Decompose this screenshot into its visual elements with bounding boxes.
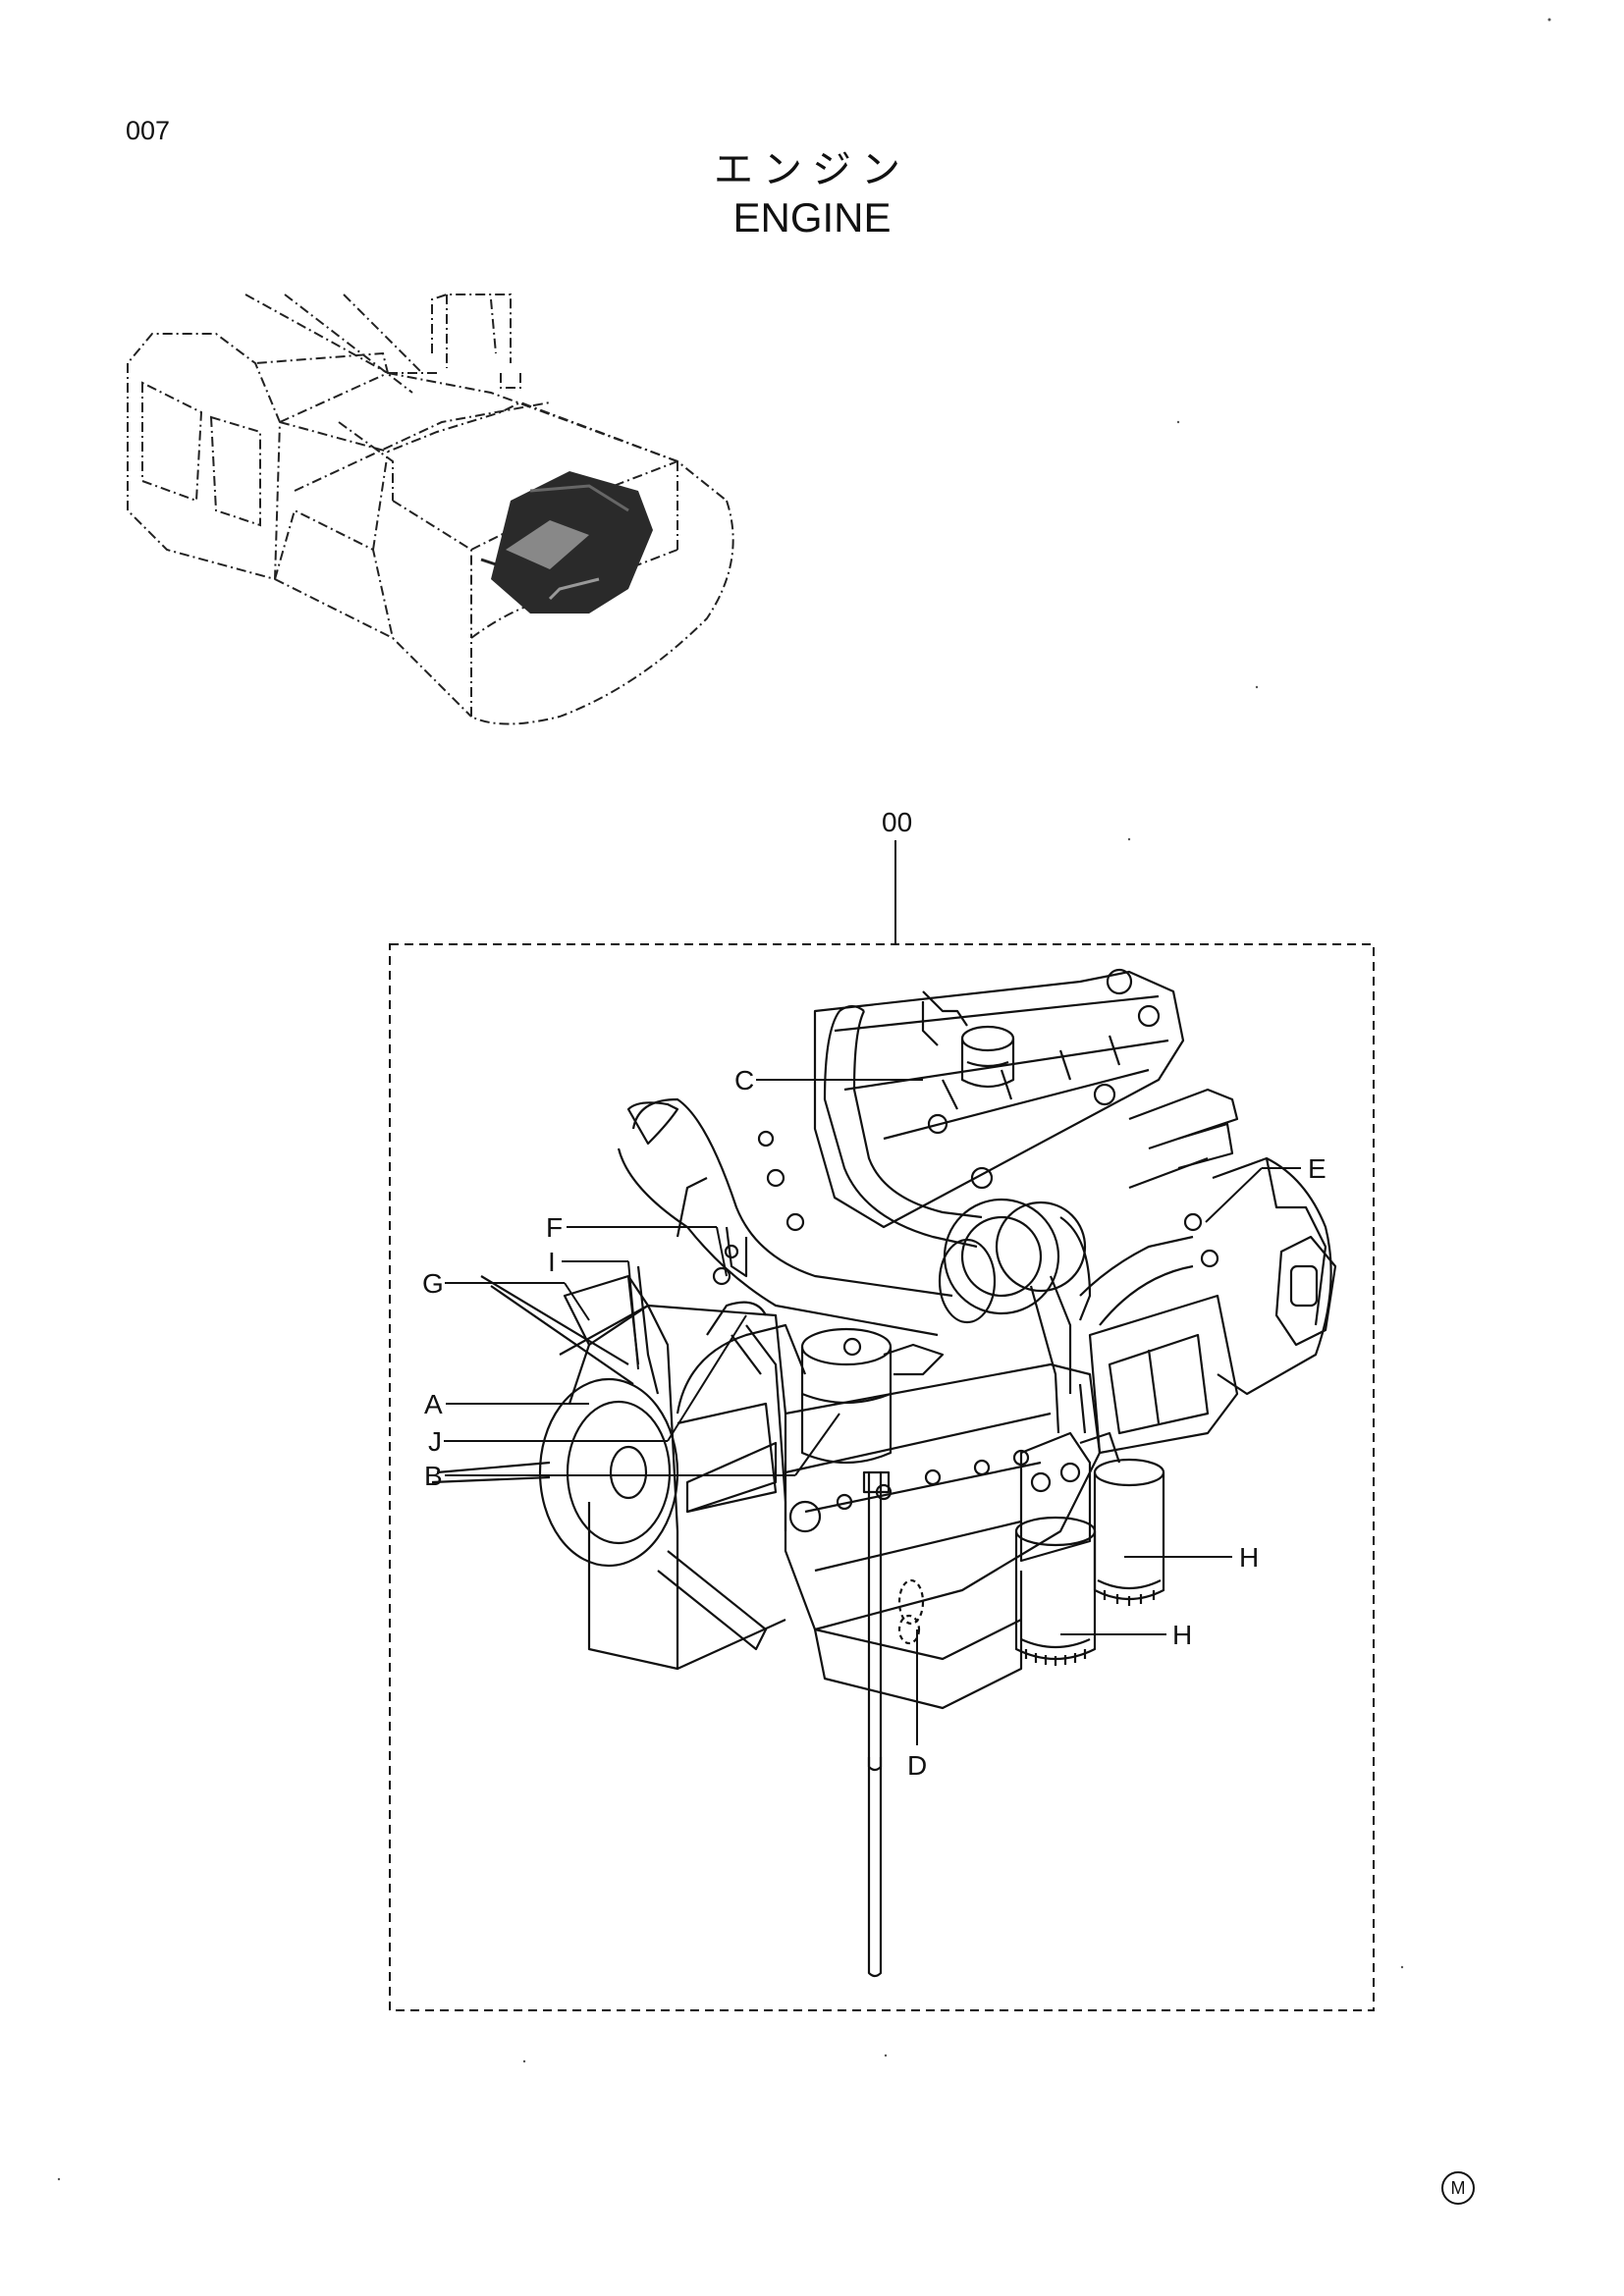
callout-label: J — [428, 1426, 442, 1457]
engine-illustration — [431, 968, 1337, 1978]
callout-b: B — [424, 1413, 840, 1491]
trademark-m-icon: M — [1441, 2171, 1475, 2205]
callout-g: G — [422, 1268, 590, 1321]
callout-a: A — [424, 1389, 589, 1419]
title-english: ENGINE — [732, 194, 892, 240]
callout-d: D — [907, 1629, 927, 1781]
callout-label: D — [907, 1750, 927, 1781]
callout-h-lower: H — [1060, 1620, 1192, 1650]
callout-label: C — [734, 1065, 754, 1095]
callout-label: I — [548, 1247, 556, 1277]
title-japanese: エンジン — [714, 147, 910, 192]
callout-label: A — [424, 1389, 443, 1419]
callout-j: J — [428, 1314, 747, 1457]
excavator-locator-view — [127, 294, 734, 725]
callout-e: E — [1205, 1153, 1326, 1223]
callout-label: E — [1308, 1153, 1326, 1184]
callout-c: C — [734, 1065, 923, 1095]
callout-label: G — [422, 1268, 444, 1299]
scan-specks — [57, 18, 1551, 2181]
assembly-ref-label: 00 — [882, 807, 912, 837]
assembly-boundary — [389, 943, 1375, 2011]
callout-label: F — [546, 1212, 563, 1243]
callout-label: H — [1239, 1542, 1259, 1573]
page-number: 007 — [126, 116, 171, 145]
callout-label: H — [1172, 1620, 1192, 1650]
highlighted-engine-locator — [480, 471, 653, 614]
callout-i: I — [548, 1247, 639, 1370]
callout-h-upper: H — [1124, 1542, 1259, 1573]
callout-f: F — [546, 1212, 728, 1277]
callout-label: B — [424, 1461, 443, 1491]
